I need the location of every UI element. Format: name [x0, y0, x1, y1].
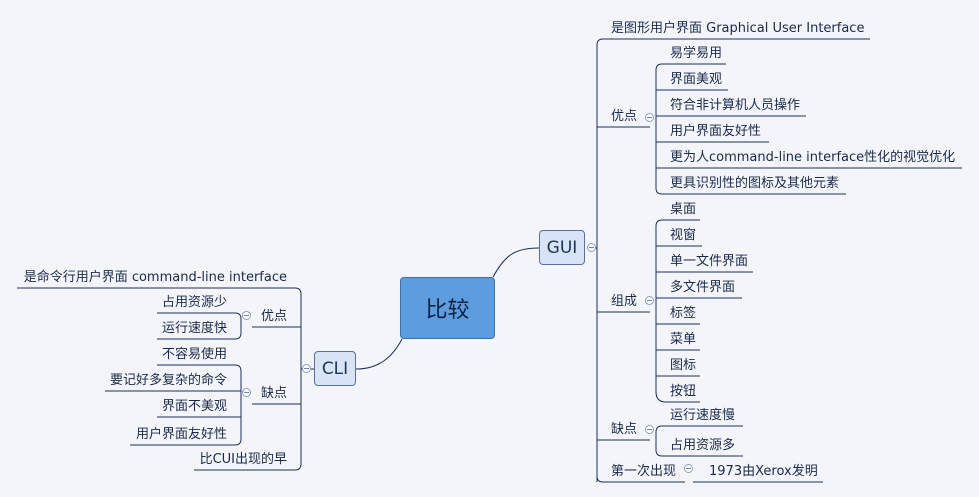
connector-center-cli	[355, 338, 403, 370]
gui-parts-label[interactable]: 组成	[611, 294, 638, 309]
gui-cons-collapse-icon[interactable]	[645, 425, 654, 434]
cli-pros-label[interactable]: 优点	[260, 309, 287, 324]
gui-pros-item[interactable]: 更为人command-line interface性化的视觉优化	[670, 150, 956, 165]
gui-pros-item[interactable]: 界面美观	[670, 72, 723, 87]
gui-parts-item[interactable]: 视窗	[670, 228, 697, 243]
cli-cons-collapse-icon[interactable]	[242, 388, 251, 397]
gui-cons-leaves	[655, 449, 743, 457]
gui-parts-trunk	[655, 219, 700, 392]
cli-earlier[interactable]: 比CUI出现的早	[199, 452, 287, 467]
gui-parts-item[interactable]: 图标	[670, 358, 697, 373]
cli-cons-item[interactable]: 用户界面友好性	[135, 427, 227, 442]
gui-cons-item[interactable]: 占用资源多	[670, 438, 736, 453]
gui-pros-item[interactable]: 用户界面友好性	[670, 124, 762, 139]
gui-topic[interactable]: GUI	[539, 230, 585, 265]
cli-cons-label[interactable]: 缺点	[260, 386, 287, 401]
cli-branch-line	[300, 294, 314, 464]
cli-definition-underline	[17, 287, 302, 295]
gui-cons-trunk	[655, 425, 743, 450]
gui-definition-underline	[596, 38, 870, 46]
gui-parts-collapse-icon[interactable]	[645, 296, 654, 305]
gui-collapse-icon[interactable]	[587, 243, 596, 252]
cli-earlier-underline	[194, 463, 302, 471]
gui-parts-item[interactable]: 标签	[670, 306, 697, 321]
cli-cons-item[interactable]: 不容易使用	[161, 347, 227, 362]
cli-collapse-icon[interactable]	[302, 364, 311, 373]
gui-definition[interactable]: 是图形用户界面 Graphical User Interface	[611, 21, 865, 36]
cli-pros-collapse-icon[interactable]	[242, 311, 251, 320]
cli-pros-item[interactable]: 运行速度快	[161, 321, 227, 336]
gui-pros-leaves	[655, 89, 962, 195]
gui-pros-item[interactable]: 符合非计算机人员操作	[670, 98, 801, 113]
gui-parts-item[interactable]: 菜单	[670, 332, 697, 347]
gui-cons-item[interactable]: 运行速度慢	[670, 408, 736, 423]
gui-first-underline	[596, 475, 685, 483]
gui-pros-item[interactable]: 更具识别性的图标及其他元素	[670, 176, 840, 191]
gui-first-collapse-icon[interactable]	[684, 464, 693, 473]
gui-first-value[interactable]: 1973由Xerox发明	[709, 464, 818, 479]
gui-first-label[interactable]: 第一次出现	[611, 464, 677, 479]
cli-pros-trunk	[157, 312, 242, 333]
gui-parts-item[interactable]: 按钮	[670, 384, 697, 399]
gui-parts-item[interactable]: 多文件界面	[670, 280, 736, 295]
cli-definition[interactable]: 是命令行用户界面 command-line interface	[23, 270, 287, 285]
connector-center-gui	[492, 247, 540, 278]
gui-branch-line	[590, 45, 598, 482]
cli-cons-item[interactable]: 界面不美观	[161, 399, 227, 414]
gui-parts-leaves	[655, 245, 753, 403]
gui-parts-item[interactable]: 单一文件界面	[670, 254, 749, 269]
gui-cons-label[interactable]: 缺点	[611, 422, 638, 437]
gui-pros-collapse-icon[interactable]	[645, 113, 654, 122]
cli-topic[interactable]: CLI	[314, 351, 356, 386]
cli-cons-leaves	[105, 390, 242, 446]
cli-cons-trunk	[157, 364, 242, 439]
gui-pros-label[interactable]: 优点	[611, 109, 638, 124]
cli-cons-item[interactable]: 要记好多复杂的命令	[109, 373, 227, 388]
cli-pros-item[interactable]: 占用资源少	[161, 295, 227, 310]
gui-parts-item[interactable]: 桌面	[670, 202, 697, 217]
gui-pros-item[interactable]: 易学易用	[670, 46, 723, 61]
cli-pros-leaves	[157, 332, 242, 340]
central-topic[interactable]: 比较	[400, 277, 495, 339]
